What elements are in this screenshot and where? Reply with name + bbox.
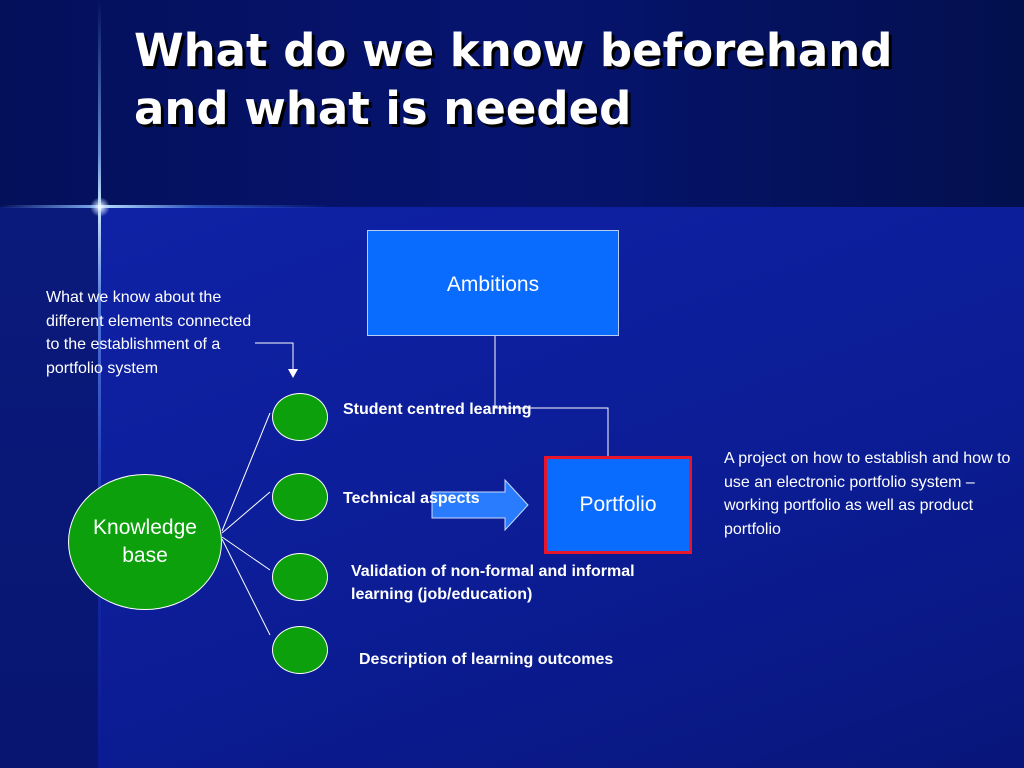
element-node-circle <box>272 553 328 601</box>
arrowhead-down-icon <box>288 369 298 378</box>
spoke-line <box>221 536 271 571</box>
left-band <box>0 207 98 768</box>
header-band <box>0 0 1024 207</box>
spoke-line <box>221 491 271 534</box>
element-label-technical-aspects: Technical aspects <box>343 490 480 507</box>
knowledge-base-label: Knowledge base <box>93 516 197 567</box>
element-label-student-centred: Student centred learning <box>343 401 532 418</box>
annotation-connector <box>255 342 294 370</box>
element-label-validation: Validation of non-formal and informal le… <box>351 563 635 603</box>
decorative-vertical-line <box>98 0 101 768</box>
right-annotation: A project on how to establish and how to… <box>724 450 1011 538</box>
spoke-line <box>221 412 271 532</box>
ambitions-label: Ambitions <box>446 273 540 296</box>
block-arrow-right-icon <box>431 478 529 532</box>
knowledge-base-circle: Knowledge base <box>68 474 222 610</box>
left-annotation: What we know about the different element… <box>46 289 252 377</box>
portfolio-box: Portfolio <box>544 456 692 554</box>
portfolio-label: Portfolio <box>579 493 657 516</box>
spoke-line <box>221 538 271 636</box>
ambitions-box: Ambitions <box>367 230 619 336</box>
ambitions-portfolio-connector <box>494 335 609 456</box>
element-node-circle <box>272 626 328 674</box>
element-node-circle <box>272 393 328 441</box>
slide-title: What do we know beforehand and what is n… <box>134 24 893 135</box>
element-node-circle <box>272 473 328 521</box>
decorative-horizontal-line <box>0 205 330 208</box>
element-label-learning-outcomes: Description of learning outcomes <box>359 651 614 668</box>
sparkle-icon <box>90 197 110 217</box>
